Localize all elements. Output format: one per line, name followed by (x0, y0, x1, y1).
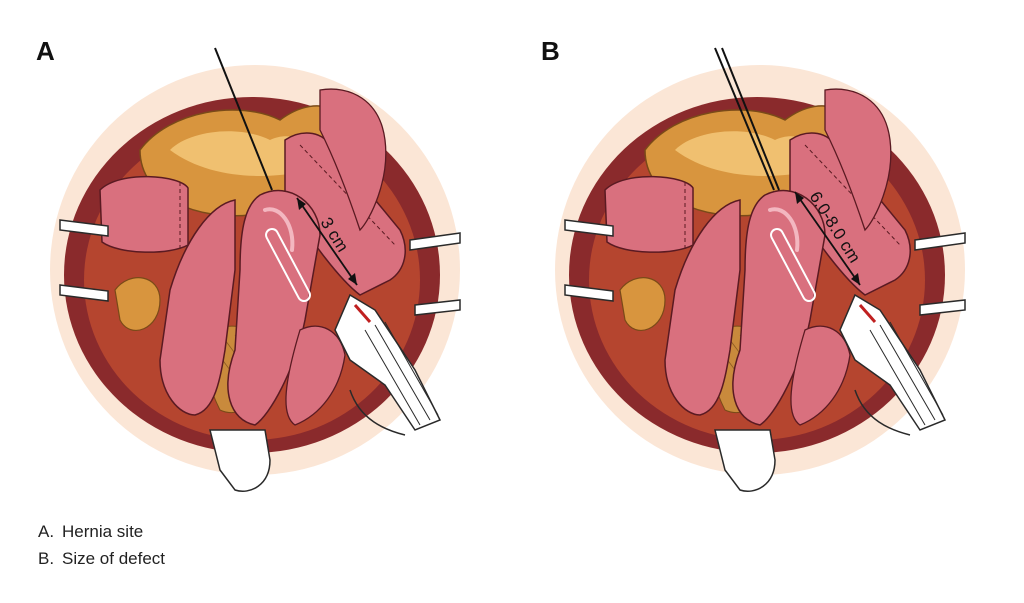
surgical-illustration-b: 6.0-8.0 cm (555, 47, 966, 492)
suture-needle (714, 47, 780, 191)
bowel-segments (604, 88, 911, 426)
measurement-arrow (794, 191, 861, 286)
suture-needle (214, 47, 273, 191)
retractors (564, 219, 966, 492)
stapler-device (265, 227, 442, 436)
surgical-illustration-a: 3 cm (50, 47, 461, 492)
retractors (59, 219, 461, 492)
panel-label-a: A (36, 36, 55, 66)
legend-text: Size of defect (62, 549, 166, 568)
panel-label-b: B (541, 36, 560, 66)
legend-item-b: B. Size of defect (38, 549, 165, 569)
legend-letter: B. (38, 549, 55, 568)
stapler-device (770, 227, 947, 436)
legend-text: Hernia site (62, 522, 144, 541)
measurement-arrow (296, 197, 358, 286)
bowel-segments (99, 88, 406, 426)
legend-letter: A. (38, 522, 55, 541)
legend-item-a: A. Hernia site (38, 522, 143, 542)
